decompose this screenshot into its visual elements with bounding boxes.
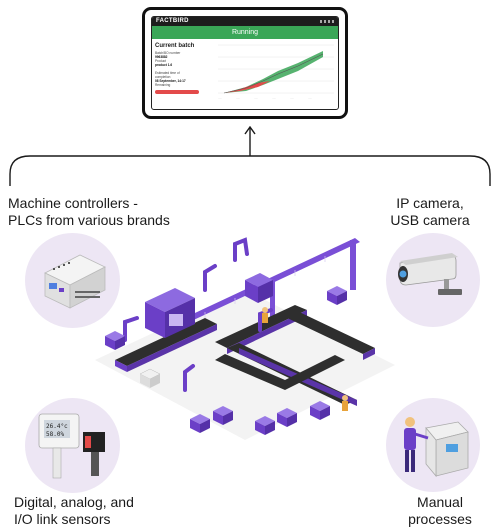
svg-text:·····: ·····: [254, 97, 258, 100]
worker-machine-icon: [404, 417, 469, 478]
tablet-screen: FACTBIRD Running Current batch Batch/BO …: [151, 16, 339, 110]
sensors-label: Digital, analog, and I/O link sensors: [14, 494, 164, 528]
camera-label: IP camera, USB camera: [375, 195, 485, 229]
plc-label-text: Machine controllers - PLCs from various …: [8, 195, 170, 228]
sensor-humidity-readout: 58.0%: [46, 431, 64, 438]
camera-label-text: IP camera, USB camera: [390, 195, 470, 228]
batch-line: Remaining: [155, 83, 171, 87]
status-banner[interactable]: Running: [152, 26, 338, 39]
manual-circle: [386, 398, 480, 492]
batch-line: Estimated time of: [155, 71, 180, 75]
batch-panel: Current batch Batch/BO number 9963882 Pr…: [155, 43, 213, 94]
remaining-bar: [155, 90, 199, 94]
batch-line: Batch/BO number: [155, 51, 181, 55]
batch-line: 9963882: [155, 55, 168, 59]
svg-text:·····: ·····: [272, 97, 276, 100]
plc-controller-icon: [44, 254, 106, 309]
production-chart: ····· ····· ····· ····· ····· ·····: [218, 44, 334, 100]
security-camera-icon: [398, 253, 462, 295]
tablet-device: FACTBIRD Running Current batch Batch/BO …: [142, 7, 348, 119]
svg-text:·····: ·····: [236, 97, 240, 100]
svg-text:·····: ·····: [218, 97, 222, 100]
brand-logo: FACTBIRD: [156, 18, 189, 24]
sensor-devices-icon: 26.4°c 58.0%: [38, 413, 105, 479]
sensor-temp-readout: 26.4°c: [46, 423, 68, 430]
svg-text:·····: ·····: [308, 97, 312, 100]
batch-line: Product: [155, 59, 166, 63]
svg-text:·····: ·····: [290, 97, 294, 100]
sensors-circle: 26.4°c 58.0%: [25, 398, 120, 493]
batch-line: product 1.6: [155, 63, 173, 67]
plc-circle: [25, 233, 120, 328]
batch-title: Current batch: [155, 43, 195, 49]
connection-bracket: [9, 126, 491, 186]
sensors-label-text: Digital, analog, and I/O link sensors: [14, 494, 134, 527]
plc-label: Machine controllers - PLCs from various …: [8, 195, 173, 229]
batch-line: 08 September, 14:17: [155, 79, 186, 83]
header-icons: [320, 20, 334, 23]
batch-line: completion: [155, 75, 171, 79]
factory-illustration: [95, 237, 395, 440]
app-header: FACTBIRD: [152, 17, 338, 26]
camera-circle: [386, 233, 480, 327]
manual-label: Manual processes: [395, 494, 485, 528]
manual-label-text: Manual processes: [408, 494, 472, 527]
